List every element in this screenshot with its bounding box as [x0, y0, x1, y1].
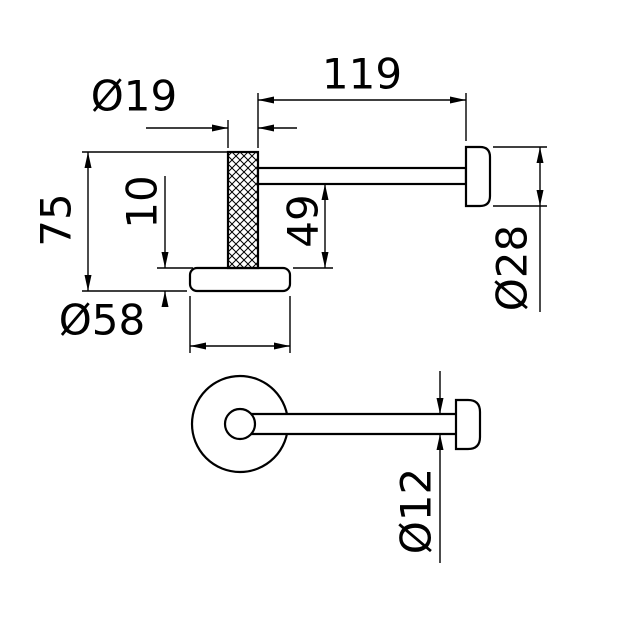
dim-end-cap-diameter-label: Ø28	[488, 225, 537, 312]
arrowhead-left	[258, 96, 274, 104]
dimension-arm-length: 119	[257, 50, 467, 148]
dim-flange-diameter-label: Ø58	[59, 296, 146, 345]
arrowhead-left	[258, 124, 274, 132]
dimension-overall-height: 75	[32, 151, 227, 292]
front-view: Ø12	[190, 371, 482, 563]
dimension-flange-thickness: 10	[118, 175, 193, 307]
arrowhead-down	[436, 398, 444, 414]
wall-flange	[188, 266, 292, 293]
dimension-post-diameter: Ø19	[91, 72, 297, 148]
arrowhead-up	[161, 291, 169, 307]
dim-arm-length-label: 119	[322, 50, 402, 99]
arrowhead-down	[321, 252, 329, 268]
dim-flange-thickness-label: 10	[118, 175, 167, 228]
arrowhead-up	[436, 434, 444, 450]
knurled-post	[226, 150, 260, 270]
dimension-flange-diameter: Ø58	[59, 296, 291, 353]
dim-arm-to-flange-label: 49	[279, 194, 328, 247]
arrowhead-up	[321, 184, 329, 200]
roll-arm	[256, 166, 468, 186]
dimension-bar-diameter: Ø12	[392, 371, 444, 563]
arrowhead-up	[536, 147, 544, 163]
dimension-arm-to-flange: 49	[279, 184, 333, 269]
dim-bar-diameter-label: Ø12	[392, 468, 441, 555]
end-cap	[464, 145, 492, 208]
arrowhead-down	[536, 190, 544, 206]
dim-overall-height-label: 75	[32, 193, 81, 246]
bar-front-body	[240, 414, 456, 434]
side-view: 119 Ø19 75 10	[32, 50, 547, 353]
arrowhead-right	[212, 124, 228, 132]
post-front-circle	[223, 407, 257, 441]
arrowhead-up	[84, 152, 92, 168]
dimension-end-cap-diameter: Ø28	[488, 146, 547, 312]
dim-post-diameter-label: Ø19	[91, 72, 178, 121]
end-cap-front	[454, 398, 482, 451]
arrowhead-down	[84, 275, 92, 291]
arrowhead-right	[274, 342, 290, 350]
arrowhead-left	[190, 342, 206, 350]
arrowhead-down	[161, 252, 169, 268]
arrowhead-right	[450, 96, 466, 104]
